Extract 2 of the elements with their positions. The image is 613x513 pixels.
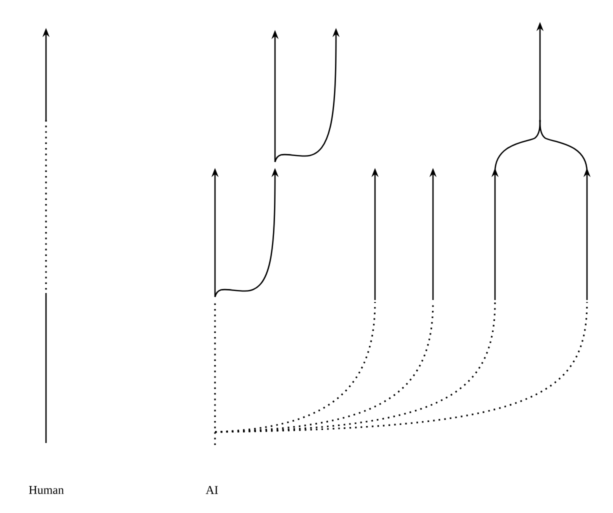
axis-label: AI xyxy=(206,486,218,494)
axis-label: Human xyxy=(29,486,64,494)
